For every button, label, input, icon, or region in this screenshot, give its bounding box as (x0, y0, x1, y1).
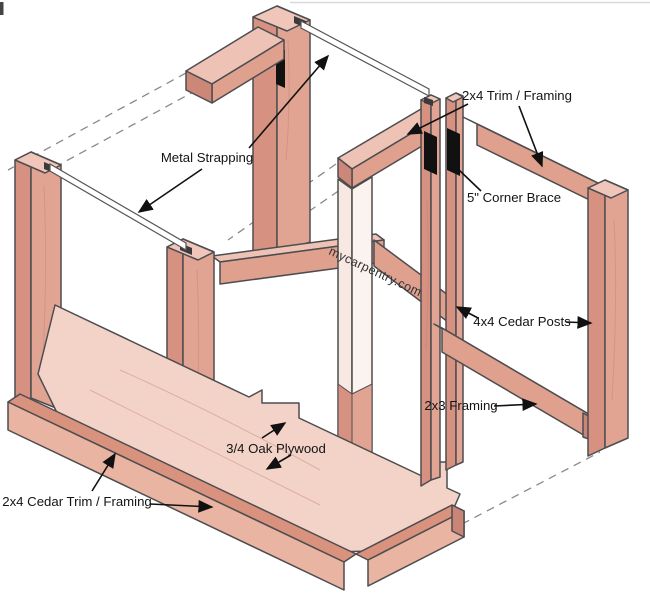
metal-strap-right (300, 20, 430, 97)
corner-brace (447, 128, 460, 176)
base-trim-2x4-cedar (7, 393, 465, 591)
label-2x3-framing: 2x3 Framing (424, 398, 497, 413)
arrow-trim-framing-right (518, 105, 544, 168)
arrow-cedar-trim-right (149, 499, 214, 513)
rail-2x4-rear-top (185, 26, 285, 104)
arrow-strapping-upper (248, 54, 330, 149)
label-5in-corner-brace: 5" Corner Brace (467, 190, 561, 205)
label-4x4-cedar-posts: 4x4 Cedar Posts (473, 314, 571, 329)
label-3-4-oak-plywood: 3/4 Oak Plywood (226, 441, 326, 456)
shelf-back-rails-2x3 (211, 233, 449, 323)
metal-strapping-straps (49, 20, 430, 252)
arrow-plywood-lower (265, 454, 292, 470)
post-4x4-rear-middle (252, 5, 311, 267)
label-metal-strapping: Metal Strapping (161, 150, 253, 165)
arrow-posts-left (455, 306, 479, 319)
post-4x4-right-front (587, 179, 629, 457)
leader-corner-brace (458, 169, 482, 192)
callout-arrows (91, 54, 593, 513)
strap-notch (424, 97, 433, 106)
arrow-plywood-upper (261, 422, 287, 439)
arrow-strapping-lower (137, 168, 203, 213)
callout-labels: 2x4 Trim / Framing Metal Strapping 5" Co… (2, 88, 572, 509)
corner-brace (424, 131, 437, 175)
arrow-cedar-trim-upper (91, 452, 116, 492)
post-4x4-mid-rear (420, 94, 441, 487)
label-2x4-cedar-trim-framing: 2x4 Cedar Trim / Framing (2, 494, 152, 509)
arrow-trim-framing-left (406, 103, 469, 135)
scan-artifact-mark (0, 2, 4, 15)
post-4x4-mid-front (445, 92, 464, 471)
arrow-2x3-framing (493, 398, 538, 412)
arrow-posts-right (565, 316, 593, 329)
metal-strap-left (49, 162, 187, 252)
label-2x4-trim-framing: 2x4 Trim / Framing (462, 88, 572, 103)
